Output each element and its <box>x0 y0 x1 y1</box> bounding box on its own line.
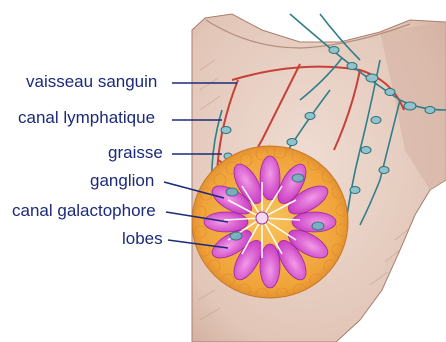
label-fat: graisse <box>108 143 163 163</box>
label-lymph-channel: canal lymphatique <box>18 108 155 128</box>
nipple <box>256 212 268 224</box>
label-milk-duct: canal galactophore <box>12 201 156 221</box>
label-lobes: lobes <box>122 229 163 249</box>
label-blood-vessel: vaisseau sanguin <box>26 72 157 92</box>
label-lymph-node: ganglion <box>90 171 154 191</box>
